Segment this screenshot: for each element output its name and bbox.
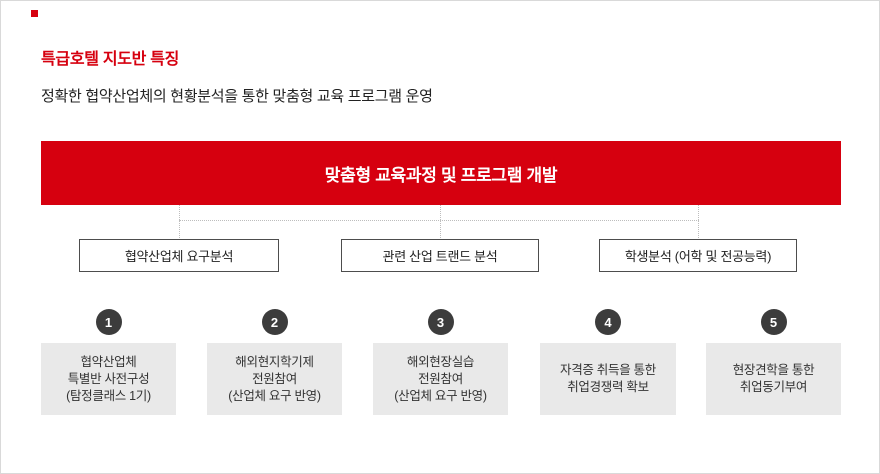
step-box: 협약산업체 특별반 사전구성 (탐정클래스 1기): [41, 343, 176, 415]
main-banner-label: 맞춤형 교육과정 및 프로그램 개발: [324, 165, 558, 185]
step-line: 취업동기부여: [739, 380, 808, 394]
analysis-box-student: 학생분석 (어학 및 전공능력): [599, 239, 797, 272]
step-number-badge: 2: [261, 309, 288, 335]
step-number: 3: [436, 314, 445, 330]
connector-vertical-line: [698, 205, 699, 240]
step-line: 현장견학을 통한: [732, 363, 815, 377]
step-box: 현장견학을 통한 취업동기부여: [706, 343, 841, 415]
step-line: 해외현장실습: [406, 354, 475, 369]
page-subtitle: 정확한 협약산업체의 현황분석을 통한 맞춤형 교육 프로그램 운영: [41, 88, 433, 105]
analysis-box-partner-needs: 협약산업체 요구분석: [79, 239, 279, 272]
analysis-box-label: 협약산업체 요구분석: [124, 249, 234, 264]
step-box: 해외현장실습 전원참여 (산업체 요구 반영): [373, 343, 508, 415]
step-column-4: 4 자격증 취득을 통한 취업경쟁력 확보: [540, 309, 676, 415]
step-box: 자격증 취득을 통한 취업경쟁력 확보: [540, 343, 676, 415]
analysis-box-label: 학생분석 (어학 및 전공능력): [624, 249, 772, 264]
step-column-1: 1 협약산업체 특별반 사전구성 (탐정클래스 1기): [41, 309, 176, 415]
step-number-badge: 5: [760, 309, 787, 335]
red-corner-square-icon: [31, 10, 38, 17]
connector-vertical-line: [179, 205, 180, 240]
step-number: 1: [104, 314, 113, 330]
step-column-2: 2 해외현지학기제 전원참여 (산업체 요구 반영): [207, 309, 342, 415]
step-number-badge: 1: [95, 309, 122, 335]
step-line: 전원참여: [418, 371, 463, 386]
step-line: 전원참여: [252, 371, 297, 386]
step-number: 5: [769, 314, 778, 330]
step-number-badge: 3: [427, 309, 454, 335]
step-column-5: 5 현장견학을 통한 취업동기부여: [706, 309, 841, 415]
analysis-box-industry-trend: 관련 산업 트랜드 분석: [341, 239, 539, 272]
connector-vertical-line: [440, 205, 441, 240]
step-line: (탐정클래스 1기): [66, 388, 151, 403]
step-box: 해외현지학기제 전원참여 (산업체 요구 반영): [207, 343, 342, 415]
step-line: 협약산업체: [80, 354, 137, 369]
analysis-box-label: 관련 산업 트랜드 분석: [382, 249, 498, 264]
step-line: 자격증 취득을 통한: [560, 363, 656, 377]
step-number-badge: 4: [595, 309, 621, 335]
step-line: 해외현지학기제: [235, 354, 314, 369]
step-column-3: 3 해외현장실습 전원참여 (산업체 요구 반영): [373, 309, 508, 415]
page-title: 특급호텔 지도반 특징: [41, 51, 180, 68]
step-line: 취업경쟁력 확보: [567, 380, 649, 394]
connector-horizontal-line: [179, 220, 699, 221]
main-banner: 맞춤형 교육과정 및 프로그램 개발: [41, 141, 841, 205]
step-number: 2: [270, 314, 279, 330]
step-line: (산업체 요구 반영): [394, 388, 487, 403]
step-number: 4: [604, 314, 612, 330]
step-line: 특별반 사전구성: [67, 371, 150, 386]
step-line: (산업체 요구 반영): [228, 388, 321, 403]
